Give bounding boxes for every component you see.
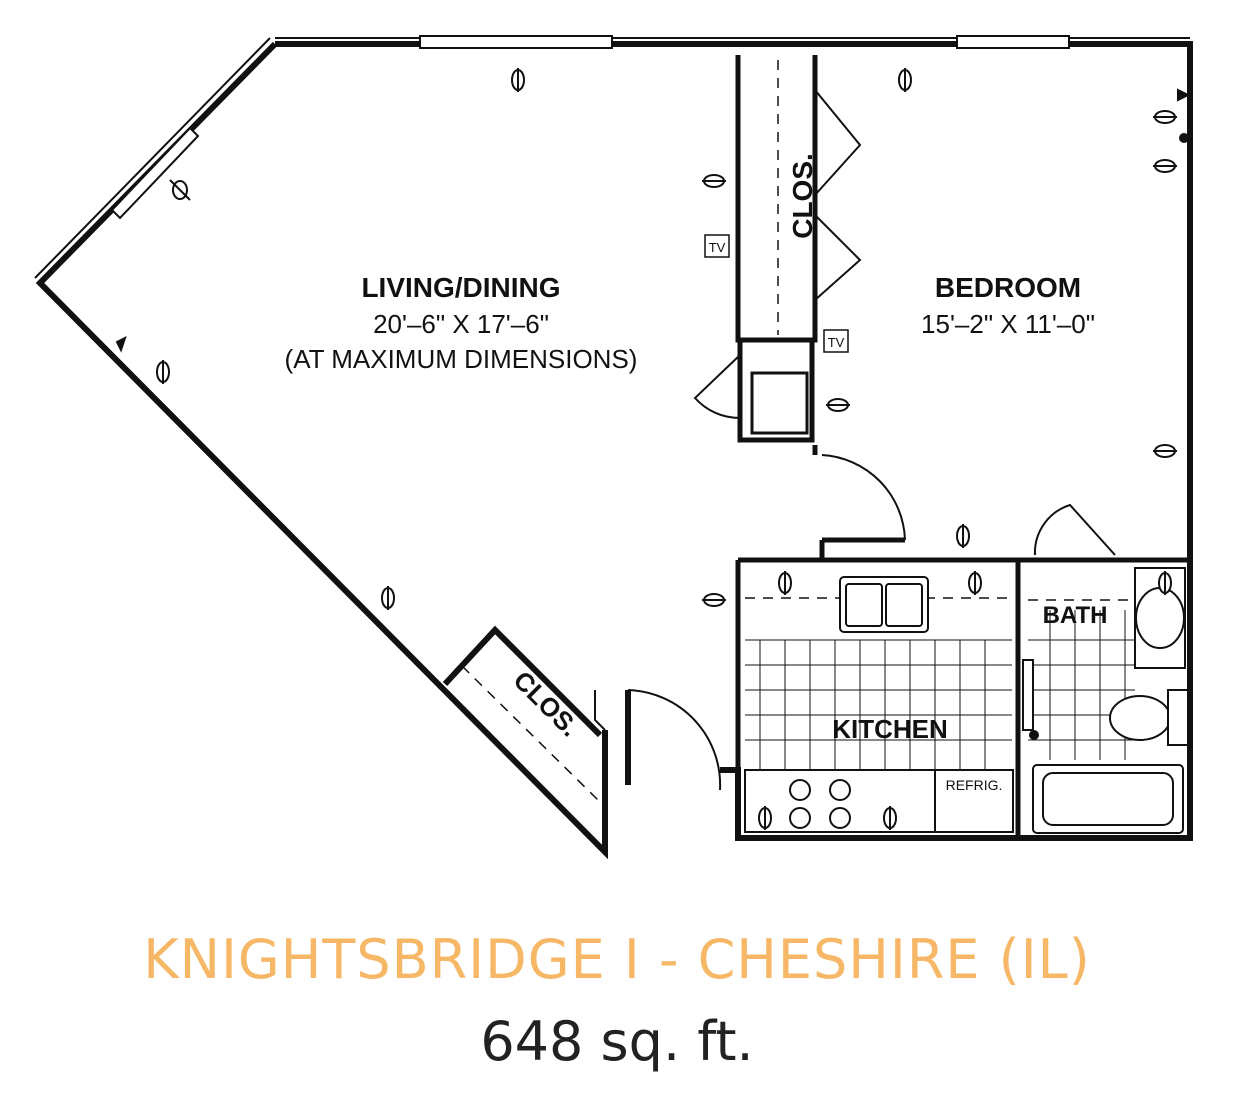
floorplan-area: 648 sq. ft. <box>480 1010 754 1073</box>
tv-jacks <box>704 234 849 353</box>
door-swings <box>594 89 1116 791</box>
kitchen-tiles <box>745 610 1135 770</box>
floorplan-title: KNIGHTSBRIDGE I - CHESHIRE (IL) <box>143 928 1091 991</box>
bath-label: BATH <box>1043 602 1108 629</box>
outlet-icons <box>115 68 1191 830</box>
kitchen-label: KITCHEN <box>832 714 948 744</box>
bedroom-dimensions: 15'–2" X 11'–0" <box>921 309 1095 339</box>
bedroom-label: BEDROOM <box>935 272 1081 303</box>
closet-label-bottom: CLOS. <box>508 665 585 742</box>
closet-label-top: CLOS. <box>787 153 818 239</box>
floor-plan: TV TV LIVING/DINING 20'–6" X 17'–6" (AT … <box>34 35 1193 860</box>
living-room-note: (AT MAXIMUM DIMENSIONS) <box>285 344 638 374</box>
closet-box <box>750 371 809 435</box>
living-room-dimensions: 20'–6" X 17'–6" <box>373 309 549 339</box>
interior-walls <box>735 55 1190 838</box>
refrigerator-label: REFRIG. <box>946 777 1003 793</box>
tv-label-1: TV <box>709 240 726 255</box>
tv-label-2: TV <box>828 335 845 350</box>
kitchen-fixtures <box>744 576 1014 833</box>
windows <box>110 35 1070 220</box>
hatched-walls <box>34 37 1190 279</box>
living-room-label: LIVING/DINING <box>361 272 560 303</box>
